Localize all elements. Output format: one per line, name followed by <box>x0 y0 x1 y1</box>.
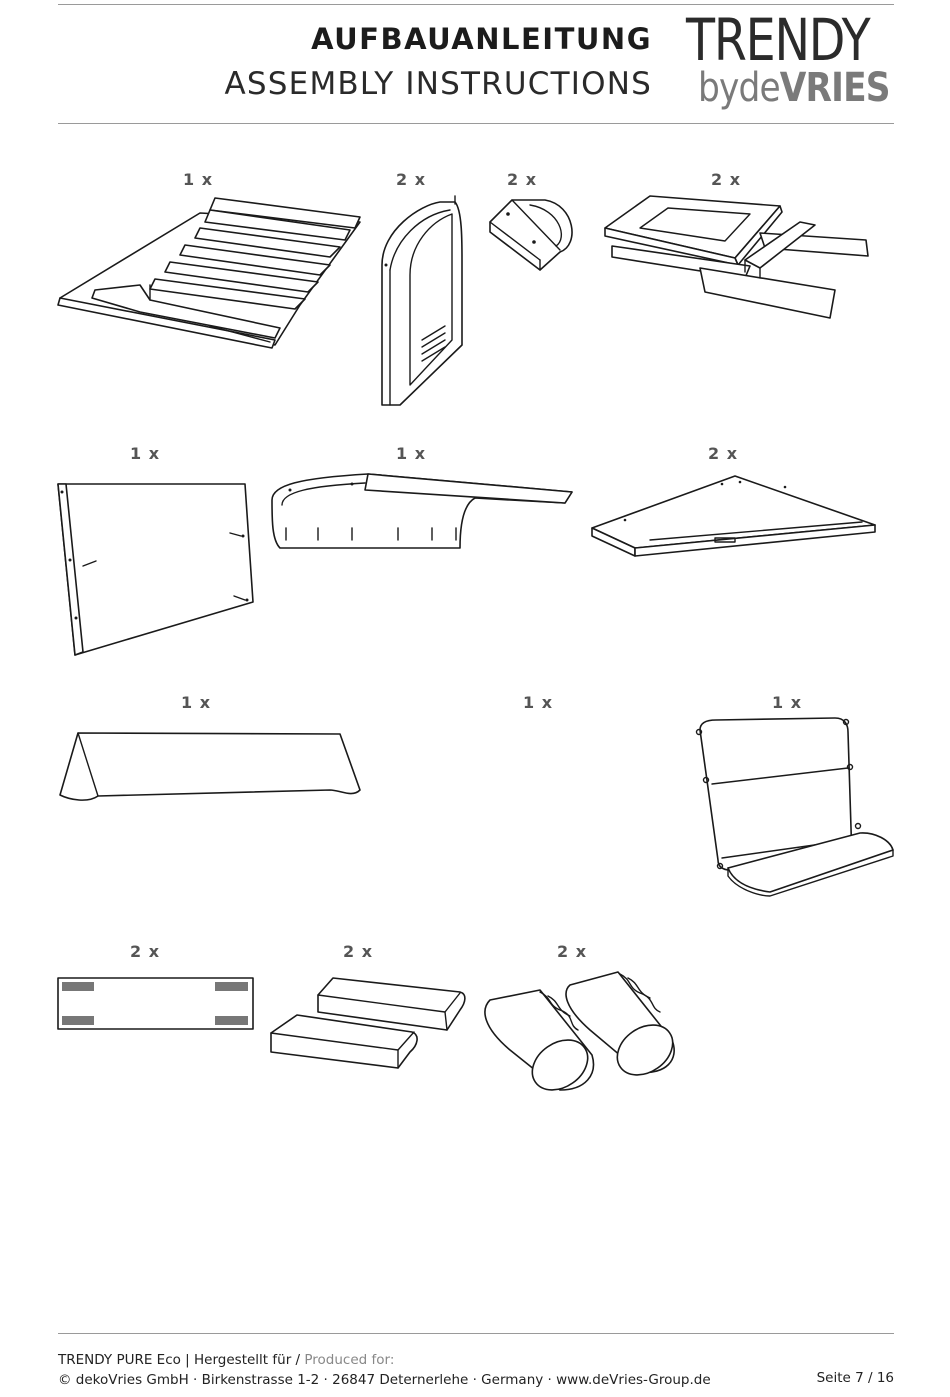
page-number: Seite 7 / 16 <box>816 1370 894 1386</box>
seat-frame-icon <box>57 197 361 349</box>
neck-roll-icon <box>484 971 675 1091</box>
footer-produced-for: Produced for: <box>304 1352 395 1368</box>
part-qty: 2 x <box>557 942 588 961</box>
logo-trendy: TRENDY <box>686 6 871 74</box>
canopy-frame-icon <box>271 473 573 549</box>
footer-product: TRENDY PURE Eco <box>58 1352 181 1368</box>
back-panel-icon <box>57 483 254 656</box>
part-qty: 1 x <box>772 693 803 712</box>
part-qty: 1 x <box>130 444 161 463</box>
part-qty: 2 x <box>708 444 739 463</box>
part-qty: 1 x <box>396 444 427 463</box>
curved-bar-icon <box>372 749 657 874</box>
header-top-rule <box>58 4 894 5</box>
slat-board-icon <box>57 977 254 1030</box>
part-qty: 1 x <box>183 170 214 189</box>
side-roof-panel-icon <box>591 475 876 557</box>
part-qty: 2 x <box>396 170 427 189</box>
part-qty: 2 x <box>507 170 538 189</box>
side-panel-icon <box>381 195 463 406</box>
part-qty: 2 x <box>343 942 374 961</box>
part-qty: 1 x <box>523 693 554 712</box>
part-qty: 2 x <box>130 942 161 961</box>
footer: TRENDY PURE Eco | Hergestellt für / Prod… <box>58 1350 894 1390</box>
armrest-bracket-icon <box>489 199 573 271</box>
logo-by-devries: bydeVRIES <box>698 65 891 111</box>
footer-made-for: Hergestellt für / <box>194 1352 301 1368</box>
canopy-cover-icon <box>59 732 361 801</box>
footer-line-1: TRENDY PURE Eco | Hergestellt für / Prod… <box>58 1352 395 1368</box>
footer-rule <box>58 1333 894 1334</box>
armrest-frame-icon <box>604 195 869 319</box>
footer-address: © dekoVries GmbH · Birkenstrasse 1-2 · 2… <box>58 1372 711 1388</box>
title-english: ASSEMBLY INSTRUCTIONS <box>224 66 652 102</box>
seat-cushion-icon <box>695 717 894 897</box>
title-german: AUFBAUANLEITUNG <box>311 22 652 56</box>
part-qty: 2 x <box>711 170 742 189</box>
flat-cushion-icon <box>270 977 466 1069</box>
brand-logo: TRENDY bydeVRIES <box>686 8 898 114</box>
part-qty: 1 x <box>181 693 212 712</box>
header-bottom-rule <box>58 123 894 124</box>
